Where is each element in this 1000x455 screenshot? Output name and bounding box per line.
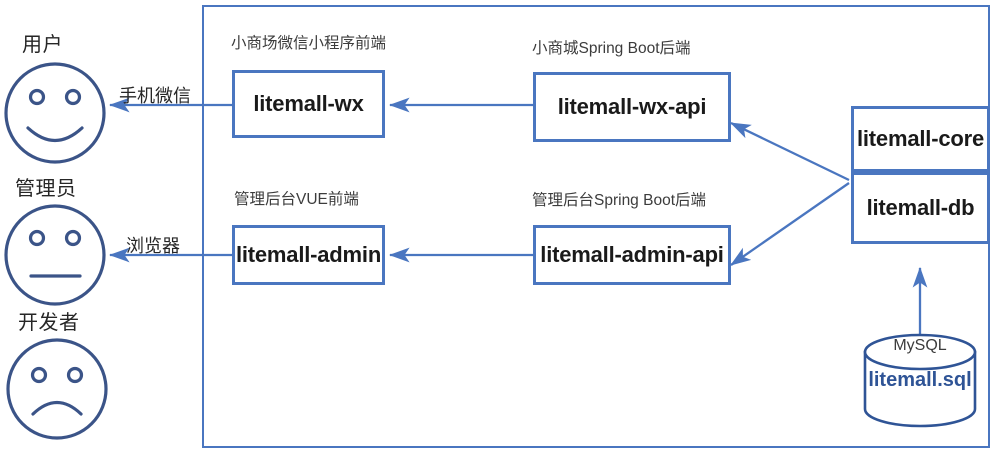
actor-label-admin: 管理员	[15, 178, 77, 200]
module-box-litemall-wx-api[interactable]: litemall-wx-api	[533, 72, 731, 142]
group-label-admin-backend: 管理后台Spring Boot后端	[532, 192, 706, 209]
edge-label-browser: 浏览器	[126, 236, 180, 256]
neutral-face-icon	[4, 204, 106, 306]
mysql-database-cylinder	[863, 333, 977, 428]
group-label-admin-frontend: 管理后台VUE前端	[234, 191, 359, 208]
database-type-label: MySQL	[893, 337, 947, 354]
sad-face-icon	[6, 338, 108, 440]
actor-label-developer: 开发者	[18, 312, 80, 334]
group-label-wx-backend: 小商城Spring Boot后端	[532, 40, 691, 57]
module-box-litemall-core[interactable]: litemall-core	[851, 106, 990, 172]
actor-label-user: 用户	[22, 34, 63, 56]
arrow-core-to-wxapi	[729, 121, 850, 182]
group-label-wx-frontend: 小商场微信小程序前端	[231, 35, 387, 52]
module-box-litemall-admin-api[interactable]: litemall-admin-api	[533, 225, 731, 285]
arrow-core-to-adminapi	[730, 182, 850, 266]
happy-face-icon	[4, 62, 106, 164]
database-file-label: litemall.sql	[868, 369, 972, 391]
edge-label-wechat: 手机微信	[119, 86, 191, 106]
module-box-litemall-db[interactable]: litemall-db	[851, 172, 990, 244]
module-box-litemall-admin[interactable]: litemall-admin	[232, 225, 385, 285]
module-box-litemall-wx[interactable]: litemall-wx	[232, 70, 385, 138]
